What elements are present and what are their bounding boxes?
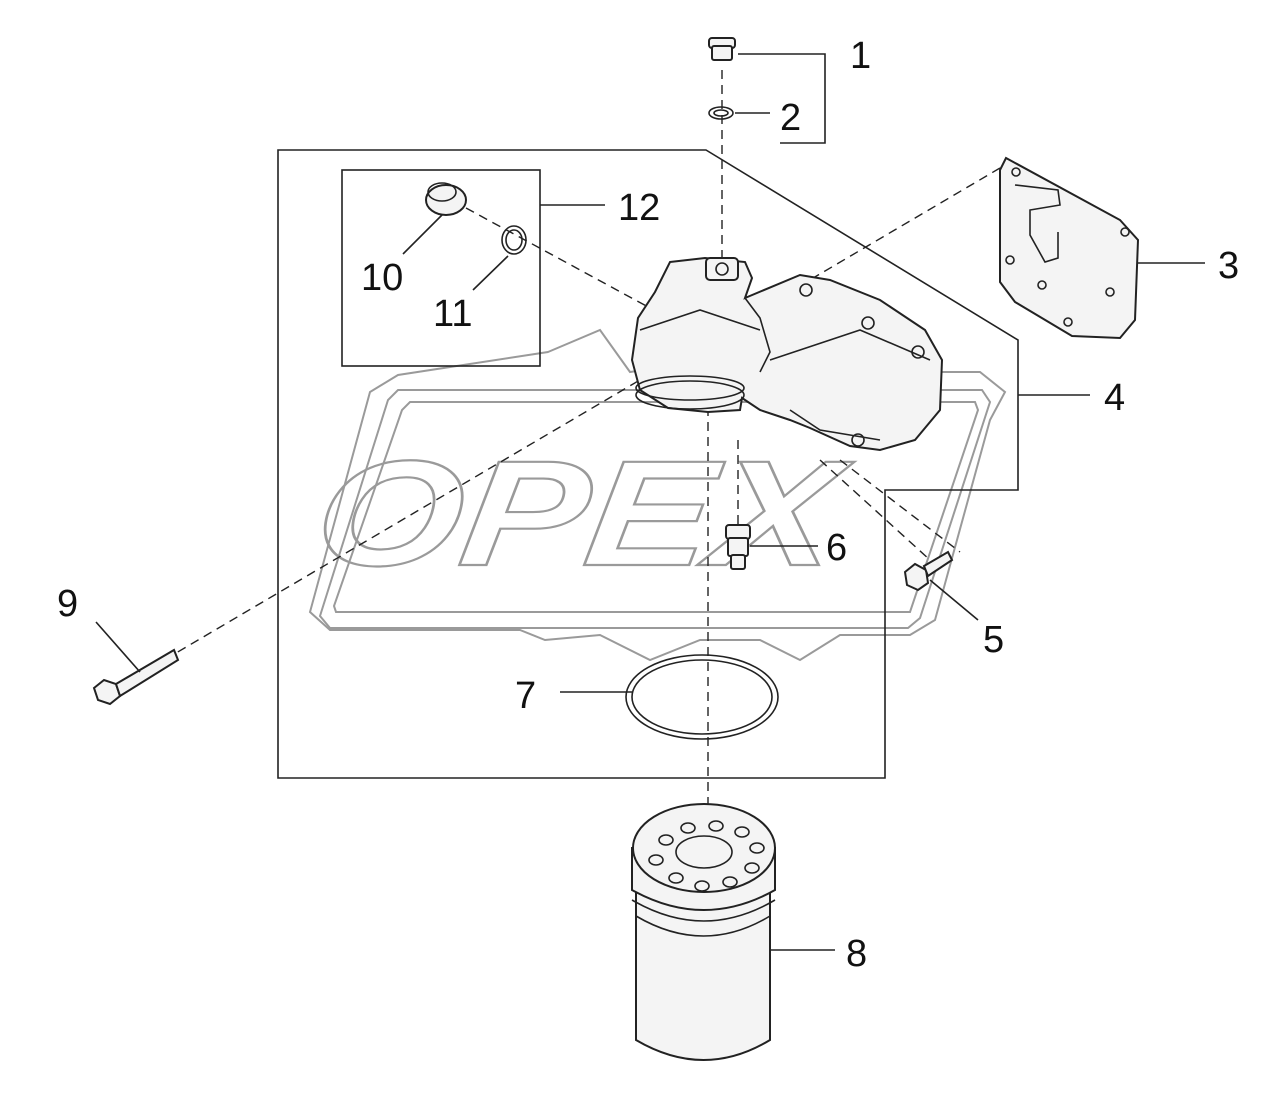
plug-part-1 [708, 37, 736, 61]
callout-7: 7 [515, 675, 536, 717]
alignment-lines [119, 70, 1001, 870]
callout-9: 9 [57, 583, 78, 625]
seal-ring-part-7 [625, 654, 779, 740]
washer-part-2 [708, 106, 734, 120]
assembly-frame [277, 149, 1019, 779]
callout-11: 11 [433, 293, 472, 335]
callout-8: 8 [846, 933, 867, 975]
sub-kit-box [341, 169, 541, 367]
callout-5: 5 [983, 619, 1004, 661]
callout-3: 3 [1218, 245, 1239, 287]
oil-filter-part-8 [631, 803, 776, 1061]
watermark-text: OPEX [306, 430, 860, 597]
gasket-part-3 [999, 156, 1140, 340]
callout-1: 1 [850, 35, 871, 77]
leader-lines [95, 53, 1205, 951]
plug-part-10 [425, 182, 467, 216]
bolt-part-5 [903, 550, 954, 592]
callout-6: 6 [826, 527, 847, 569]
callout-4: 4 [1104, 377, 1125, 419]
filter-head-housing-part-4 [630, 256, 944, 452]
callout-labels: 1 2 3 4 5 6 7 8 9 10 11 12 [57, 35, 1239, 975]
long-bolt-part-9 [92, 648, 180, 706]
opex-watermark: OPEX [305, 328, 1007, 662]
valve-insert-part-6 [725, 524, 751, 570]
callout-2: 2 [780, 97, 801, 139]
callout-12: 12 [618, 187, 660, 229]
o-ring-part-11 [501, 225, 527, 255]
callout-10: 10 [361, 257, 403, 299]
